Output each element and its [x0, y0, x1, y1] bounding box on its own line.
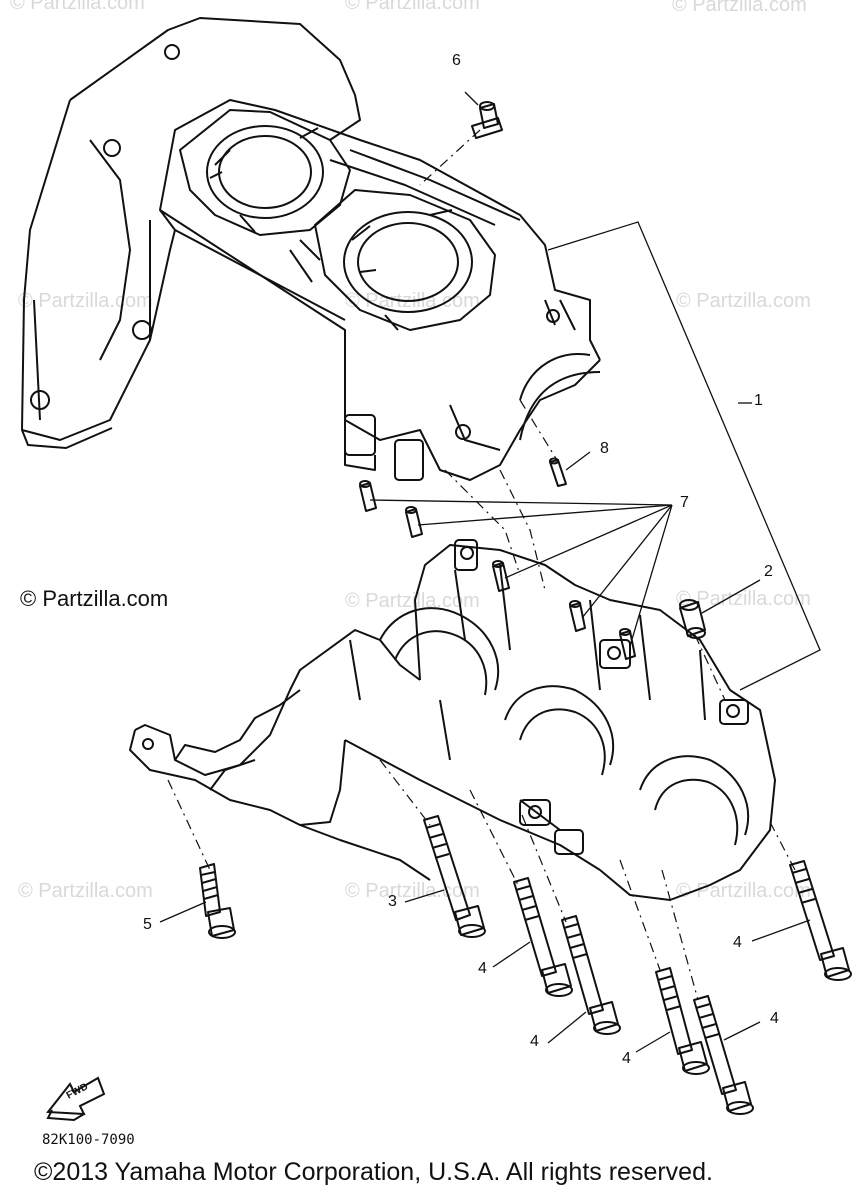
watermark: © Partzilla.com	[345, 590, 480, 612]
callout-1: 1	[754, 392, 763, 409]
leader-lines	[159, 91, 821, 1053]
callout-4: 4	[733, 934, 742, 951]
callout-2: 2	[764, 563, 773, 580]
callout-8: 8	[600, 440, 609, 457]
bolt-4a	[513, 877, 573, 997]
bolt-4b	[561, 915, 621, 1035]
watermark: © Partzilla.com	[676, 588, 811, 610]
bolt-4d	[693, 995, 754, 1115]
copyright-notice: ©2013 Yamaha Motor Corporation, U.S.A. A…	[34, 1158, 713, 1186]
plug-2	[679, 599, 706, 639]
callout-5: 5	[143, 916, 152, 933]
dowel-pins-7	[359, 480, 636, 660]
bolt-4c	[655, 967, 710, 1075]
fwd-arrow-icon	[46, 1076, 106, 1122]
lower-crankcase	[129, 539, 776, 901]
upper-crankcase	[21, 17, 601, 481]
diagram-code: 82K100-7090	[42, 1132, 135, 1148]
callout-4: 4	[478, 960, 487, 977]
fitting-6	[471, 101, 503, 139]
bolt-3	[423, 815, 486, 938]
watermark: © Partzilla.com	[672, 0, 807, 16]
watermark: © Partzilla.com	[18, 880, 153, 902]
bolt-4e	[789, 860, 852, 981]
callout-3: 3	[388, 893, 397, 910]
partzilla-watermark: © Partzilla.com	[20, 586, 169, 611]
bolt-5	[199, 863, 236, 939]
watermark: © Partzilla.com	[345, 0, 480, 14]
watermark: © Partzilla.com	[10, 0, 145, 14]
watermark: © Partzilla.com	[676, 290, 811, 312]
callout-6: 6	[452, 52, 461, 69]
callout-4: 4	[622, 1050, 631, 1067]
callout-4: 4	[770, 1010, 779, 1027]
watermark: © Partzilla.com	[18, 290, 153, 312]
watermark: © Partzilla.com	[345, 880, 480, 902]
center-lines	[167, 129, 796, 1001]
callout-7: 7	[680, 494, 689, 511]
callout-4: 4	[530, 1033, 539, 1050]
